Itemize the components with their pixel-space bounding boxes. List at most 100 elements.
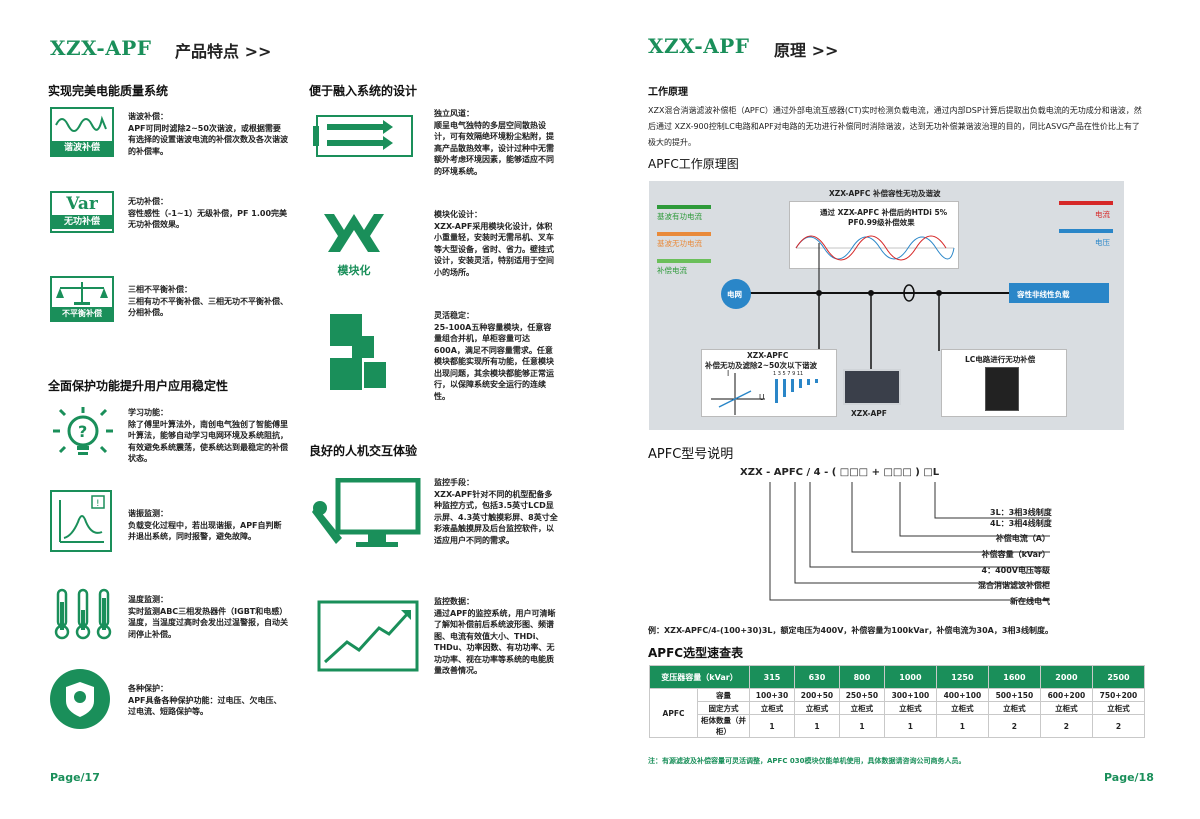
trend-chart-icon — [317, 600, 419, 676]
resonance-chart-icon: ! — [50, 490, 112, 552]
cell: 立柜式 — [935, 701, 989, 715]
principle-text: XZX混合消谐滤波补偿柜（APFC）通过外部电流互感器(CT)实时检测负载电流，… — [648, 106, 1142, 147]
cell: 500+150 — [987, 688, 1041, 702]
right-brand-sub: 原理 >> — [774, 41, 839, 60]
load-label: 容性非线性负载 — [1017, 290, 1070, 299]
table-row: 柜体数量（并柜） 1 1 1 1 1 2 2 2 — [650, 714, 1146, 738]
cell: 400+100 — [935, 688, 989, 702]
cell: 200+50 — [793, 688, 840, 702]
th-col: 2500 — [1091, 665, 1146, 689]
load-box — [1009, 283, 1109, 303]
cell: 立柜式 — [987, 701, 1041, 715]
unbalance-icon: 不平衡补偿 — [50, 276, 114, 322]
axis-u: U — [759, 393, 765, 402]
var-icon-sub: 无功补偿 — [52, 215, 112, 229]
model-example: 例：XZX-APFC/4-(100+30)3L，额定电压为400V，补偿容量为1… — [648, 626, 1053, 635]
legend-current: 电流 — [1095, 210, 1110, 219]
cell: 立柜式 — [749, 701, 795, 715]
left-page-number: Page/17 — [50, 771, 100, 784]
cell: 立柜式 — [883, 701, 937, 715]
selection-table: 变压器容量（kVar） 315 630 800 1000 1250 1600 2… — [649, 665, 1146, 738]
cell: 1 — [935, 714, 989, 738]
right-page-number: Page/18 — [1104, 771, 1154, 784]
cell: 立柜式 — [1091, 701, 1146, 715]
cell: 立柜式 — [838, 701, 885, 715]
cell: 2 — [987, 714, 1041, 738]
right-brand: XZX-APF — [648, 34, 750, 58]
item-monitoring: 监控手段：XZX-APF针对不同的机型配备多种监控方式，包括3.5英寸LCD显示… — [434, 478, 558, 545]
item-learning: 学习功能：除了傅里叶算法外，南创电气独创了智能傅里叶算法，能够自动学习电网环境及… — [128, 408, 288, 463]
model-label-voltage: 4：400V电压等级 — [981, 566, 1050, 575]
cell: 2 — [1039, 714, 1093, 738]
table-title: APFC选型速查表 — [648, 646, 744, 660]
cell: 立柜式 — [1039, 701, 1093, 715]
legend-fund-active: 基波有功电流 — [657, 212, 702, 221]
item-monitor-data: 监控数据：通过APF的监控系统，用户可清晰了解知补偿前后系统波形图、频谱图、电流… — [434, 597, 556, 675]
section-hmi: 良好的人机交互体验 — [309, 444, 418, 458]
item-temperature: 温度监测：实时监测ABC三相发热器件（IGBT和电感）温度，当温度过高时会发出过… — [128, 595, 288, 639]
item-unbalance: 三相不平衡补偿：三相有功不平衡补偿、三相无功不平衡补偿、分相补偿。 — [128, 285, 288, 317]
apf-label: XZX-APF — [851, 409, 887, 418]
wave-box-line2: PF0.99级补偿效果 — [848, 218, 915, 227]
air-duct-icon — [313, 112, 418, 166]
cell: 600+200 — [1039, 688, 1093, 702]
principle-diagram: XZX-APFC 补偿容性无功及谐波 通过 XZX-APFC 补偿后的HTDi … — [649, 181, 1124, 430]
model-label-type: 混合消谐滤波补偿柜 — [978, 581, 1050, 590]
axis-i: I — [727, 369, 730, 378]
monitor-tools-icon — [312, 477, 422, 560]
cell: 1 — [883, 714, 937, 738]
th-col: 1000 — [883, 665, 937, 689]
model-label-4l: 4L：3相4线制度 — [990, 519, 1052, 528]
harmonic-icon-label: 谐波补偿 — [52, 141, 112, 155]
model-label-capacity: 补偿容量（kVar） — [981, 550, 1050, 559]
cell: 1 — [793, 714, 840, 738]
cell: 2 — [1091, 714, 1146, 738]
item-modular: 模块化设计：XZX-APF采用模块化设计，体积小重量轻，安装时无需吊机、叉车等大… — [434, 210, 554, 277]
cell: 1 — [749, 714, 795, 738]
apfc-desc: 补偿无功及滤除2~50次以下谐波 — [705, 361, 817, 370]
th-col: 2000 — [1039, 665, 1093, 689]
legend-fund-active-bar — [657, 205, 711, 209]
svg-text:?: ? — [78, 422, 87, 441]
section-system-design: 便于融入系统的设计 — [309, 84, 418, 98]
th-col: 800 — [838, 665, 885, 689]
row-label: 固定方式 — [697, 701, 750, 715]
legend-fund-reactive: 基波无功电流 — [657, 239, 702, 248]
lc-label: LC电路进行无功补偿 — [965, 355, 1036, 364]
table-note: 注：有源滤波及补偿容量可灵活调整，APFC 030模块仅能单机使用，具体数据请咨… — [648, 757, 966, 765]
legend-voltage: 电压 — [1095, 238, 1110, 247]
modular-icon: 模块化 — [322, 210, 386, 278]
item-harmonic: 谐波补偿：APF可同时滤除2~50次谐波，或根据需要有选择的设置谐波电流的补偿次… — [128, 112, 288, 156]
modular-icon-label: 模块化 — [337, 264, 371, 277]
th-transformer: 变压器容量（kVar） — [649, 665, 750, 689]
row-label: 柜体数量（并柜） — [697, 714, 750, 738]
lc-cabinet — [985, 367, 1019, 411]
wave-box-line1: 通过 XZX-APFC 补偿后的HTDi 5% — [820, 208, 948, 217]
row-label: 容量 — [697, 688, 750, 702]
left-brand: XZX-APF — [50, 36, 152, 60]
legend-comp-bar — [657, 259, 711, 263]
item-var: 无功补偿：容性感性（-1~1）无级补偿，PF 1.00完美无功补偿效果。 — [128, 197, 288, 229]
cell: 1 — [838, 714, 885, 738]
legend-fund-reactive-bar — [657, 232, 711, 236]
th-col: 1600 — [987, 665, 1041, 689]
legend-current-bar — [1059, 201, 1113, 205]
item-protection: 各种保护：APF具备各种保护功能：过电压、欠电压、过电流、短路保护等。 — [128, 684, 282, 716]
apfc-label: XZX-APFC — [747, 351, 789, 360]
var-icon-label: Var — [66, 194, 98, 214]
section-protection: 全面保护功能提升用户应用稳定性 — [48, 379, 229, 393]
legend-comp: 补偿电流 — [657, 266, 687, 275]
apfc-box — [701, 349, 837, 417]
table-row: 固定方式 立柜式 立柜式 立柜式 立柜式 立柜式 立柜式 立柜式 立柜式 — [650, 701, 1146, 715]
var-icon: Var 无功补偿 — [50, 191, 114, 233]
model-connectors — [769, 482, 1050, 601]
unbalance-icon-label: 不平衡补偿 — [52, 307, 112, 320]
svg-text:!: ! — [96, 499, 100, 509]
apf-cabinet — [843, 369, 901, 405]
harmonic-icon: 谐波补偿 — [50, 107, 114, 157]
diagram-wave-box: 通过 XZX-APFC 补偿后的HTDi 5% PF0.99级补偿效果 — [789, 201, 959, 269]
flexible-modules-icon — [330, 314, 394, 394]
thermometer-icon — [50, 588, 116, 644]
legend-voltage-bar — [1059, 229, 1113, 233]
cell: 750+200 — [1091, 688, 1146, 702]
